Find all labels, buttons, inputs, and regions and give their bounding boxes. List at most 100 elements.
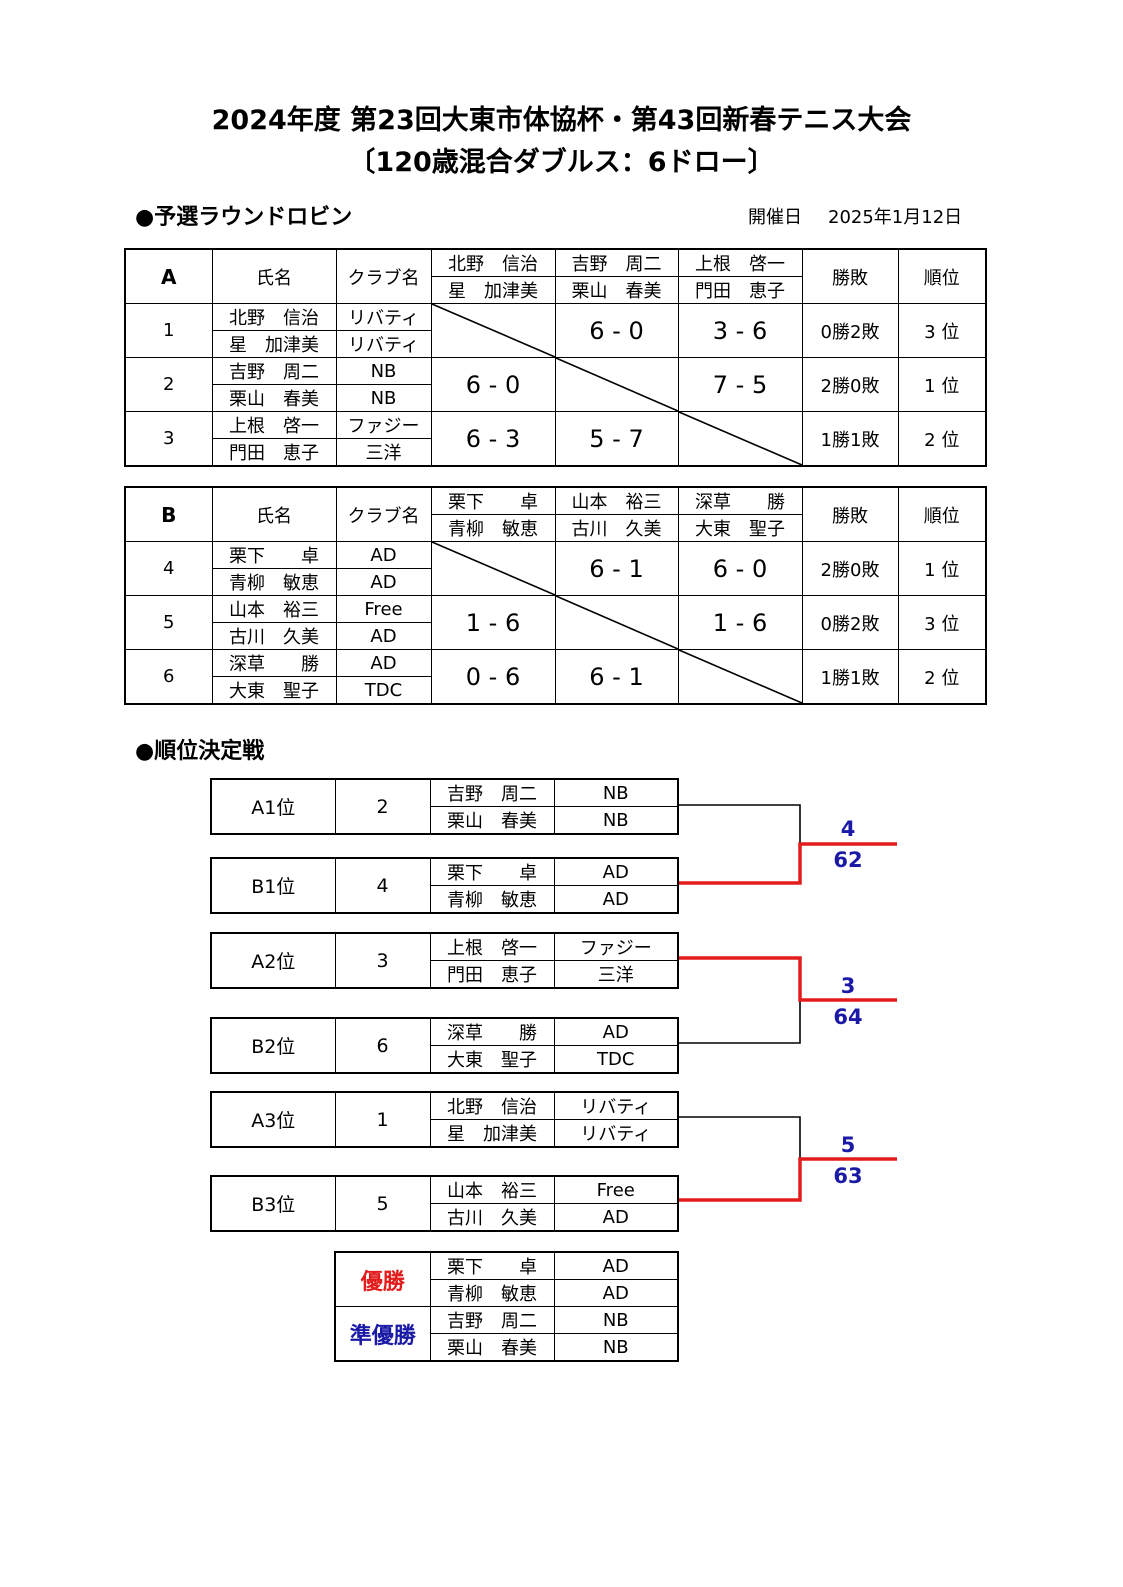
player-name: 深草 勝 <box>429 1017 555 1046</box>
club-name: NB <box>553 778 679 807</box>
match-score: 1 - 6 <box>677 595 803 650</box>
self-match-cell <box>554 357 679 412</box>
bracket-line <box>677 1116 801 1159</box>
match-score: 6 - 0 <box>677 541 803 596</box>
player-name: 吉野 周二 <box>429 778 555 807</box>
club-name: ファジー <box>553 932 679 961</box>
entry-number: 5 <box>124 595 213 650</box>
player-name: 山本 裕三 <box>429 1175 555 1204</box>
entry-number: 6 <box>124 649 213 705</box>
entry-number: 2 <box>334 778 431 835</box>
entry-number: 1 <box>124 303 213 358</box>
player-name: 栗下 卓 <box>211 541 337 569</box>
champion-label: 優勝 <box>334 1251 431 1307</box>
bracket-winner-line <box>677 1157 897 1202</box>
entry-number: 4 <box>334 857 431 914</box>
match-score: 6 - 0 <box>430 357 556 412</box>
player-name: 星 加津美 <box>429 1119 555 1148</box>
club-name: AD <box>335 649 432 677</box>
opponent-header: 栗山 春美 <box>554 276 679 304</box>
club-name: AD <box>335 568 432 596</box>
player-name: 栗下 卓 <box>429 1251 555 1280</box>
seed-position: A1位 <box>210 778 336 835</box>
match-score-result: 62 <box>833 848 863 872</box>
self-match-cell <box>677 649 803 705</box>
self-match-cell <box>430 541 556 596</box>
club-name: リバティ <box>553 1119 679 1148</box>
rank: 1 位 <box>897 357 987 412</box>
header-rank: 順位 <box>897 248 987 304</box>
club-name: TDC <box>335 676 432 705</box>
rank: 2 位 <box>897 649 987 705</box>
section-playoff-heading: ●順位決定戦 <box>135 739 265 764</box>
club-name: NB <box>553 1306 679 1334</box>
runnerup-label: 準優勝 <box>334 1306 431 1362</box>
header-name: 氏名 <box>211 248 337 304</box>
self-match-cell <box>554 595 679 650</box>
match-score: 6 - 1 <box>554 649 679 705</box>
date-label: 開催日 <box>748 207 802 228</box>
page-title: 2024年度 第23回大東市体協杯・第43回新春テニス大会 <box>211 105 912 136</box>
club-name: AD <box>553 1279 679 1307</box>
seed-position: A2位 <box>210 932 336 989</box>
match-winner-number: 4 <box>840 817 856 841</box>
club-name: AD <box>553 1017 679 1046</box>
club-name: NB <box>553 1333 679 1362</box>
entry-number: 3 <box>124 411 213 467</box>
player-name: 大東 聖子 <box>429 1045 555 1074</box>
entry-number: 6 <box>334 1017 431 1074</box>
player-name: 青柳 敏恵 <box>429 1279 555 1307</box>
event-date: 開催日 2025年1月12日 <box>748 203 962 229</box>
self-match-cell <box>430 303 556 358</box>
player-name: 深草 勝 <box>211 649 337 677</box>
entry-number: 4 <box>124 541 213 596</box>
opponent-header: 大東 聖子 <box>677 514 803 542</box>
record: 0勝2敗 <box>801 595 899 650</box>
opponent-header: 吉野 周二 <box>554 248 679 277</box>
player-name: 門田 恵子 <box>211 438 337 467</box>
match-winner-number: 3 <box>840 974 856 998</box>
club-name: ファジー <box>335 411 432 439</box>
club-name: リバティ <box>553 1091 679 1120</box>
match-score-result: 64 <box>833 1005 863 1029</box>
match-score: 6 - 0 <box>554 303 679 358</box>
record: 1勝1敗 <box>801 649 899 705</box>
entry-number: 1 <box>334 1091 431 1148</box>
club-name: 三洋 <box>553 960 679 989</box>
player-name: 北野 信治 <box>211 303 337 331</box>
section-roundrobin-heading: ●予選ラウンドロビン <box>135 205 353 230</box>
seed-position: B2位 <box>210 1017 336 1074</box>
roundrobin-table-a: A 氏名 クラブ名 北野 信治 吉野 周二 上根 啓一 勝敗 順位 星 加津美 … <box>124 248 987 467</box>
club-name: リバティ <box>335 330 432 358</box>
club-name: AD <box>335 541 432 569</box>
group-label: A <box>124 248 213 304</box>
player-name: 大東 聖子 <box>211 676 337 705</box>
bracket-winner-line <box>677 842 897 885</box>
bracket-line <box>677 1000 801 1044</box>
club-name: NB <box>335 357 432 385</box>
club-name: TDC <box>553 1045 679 1074</box>
player-name: 栗山 春美 <box>429 806 555 835</box>
page-subtitle: 〔120歳混合ダブルス：6ドロー〕 <box>348 147 775 178</box>
club-name: AD <box>335 622 432 650</box>
date-value: 2025年1月12日 <box>828 207 963 228</box>
player-name: 古川 久美 <box>429 1203 555 1232</box>
match-score: 5 - 7 <box>554 411 679 467</box>
opponent-header: 古川 久美 <box>554 514 679 542</box>
entry-number: 5 <box>334 1175 431 1232</box>
entry-number: 3 <box>334 932 431 989</box>
player-name: 上根 啓一 <box>429 932 555 961</box>
opponent-header: 星 加津美 <box>430 276 556 304</box>
seed-position: B3位 <box>210 1175 336 1232</box>
match-score: 6 - 3 <box>430 411 556 467</box>
record: 2勝0敗 <box>801 541 899 596</box>
club-name: AD <box>553 885 679 914</box>
player-name: 門田 恵子 <box>429 960 555 989</box>
club-name: AD <box>553 1203 679 1232</box>
player-name: 栗山 春美 <box>429 1333 555 1362</box>
